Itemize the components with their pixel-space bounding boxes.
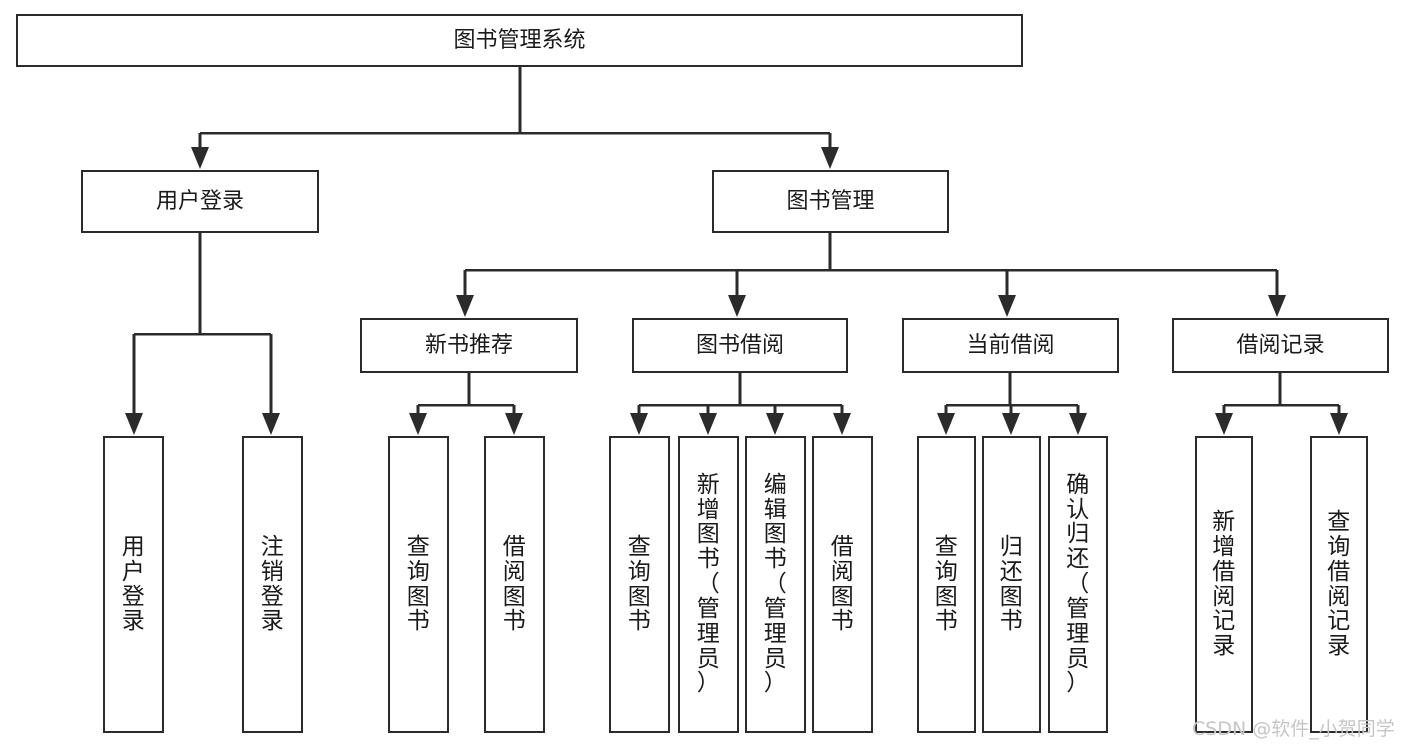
node-leaf-logout[interactable]: 注 销 登 录 [242, 436, 303, 733]
node-leaf-borrow-book[interactable]: 借 阅 图 书 [812, 436, 873, 733]
node-leaf-return-book[interactable]: 归 还 图 书 [982, 436, 1041, 733]
node-label-leaf-logout: 注 销 登 录 [260, 533, 285, 635]
node-label-book-management: 图书管理 [786, 188, 875, 214]
node-leaf-query-book-current[interactable]: 查 询 图 书 [917, 436, 976, 733]
node-label-new-book-recommend: 新书推荐 [424, 332, 513, 358]
node-label-leaf-borrow-book: 借 阅 图 书 [830, 533, 855, 635]
node-leaf-edit-book[interactable]: 编 辑 图 书 （ 管 理 员 ） [745, 436, 806, 733]
node-leaf-query-borrow-record[interactable]: 查 询 借 阅 记 录 [1310, 436, 1368, 733]
node-label-borrow-record: 借阅记录 [1236, 332, 1325, 358]
node-user-login[interactable]: 用户登录 [81, 170, 319, 233]
node-leaf-add-book[interactable]: 新 增 图 书 （ 管 理 员 ） [678, 436, 739, 733]
csdn-watermark: CSDN @软件_小贺同学 [1192, 718, 1395, 740]
node-label-user-login: 用户登录 [155, 188, 244, 214]
node-label-root: 图书管理系统 [453, 27, 586, 53]
node-leaf-borrow-book-recommend[interactable]: 借 阅 图 书 [484, 436, 545, 733]
node-book-borrow[interactable]: 图书借阅 [632, 318, 848, 373]
node-current-borrow[interactable]: 当前借阅 [902, 318, 1119, 373]
node-new-book-recommend[interactable]: 新书推荐 [360, 318, 578, 373]
node-leaf-user-login[interactable]: 用 户 登 录 [103, 436, 164, 733]
node-book-management[interactable]: 图书管理 [712, 170, 949, 233]
node-leaf-confirm-return[interactable]: 确 认 归 还 （ 管 理 员 ） [1048, 436, 1108, 733]
node-label-leaf-user-login: 用 户 登 录 [121, 533, 146, 635]
node-label-leaf-add-borrow-record: 新 增 借 阅 记 录 [1212, 509, 1236, 660]
node-label-leaf-query-borrow-record: 查 询 借 阅 记 录 [1327, 509, 1351, 660]
node-label-leaf-borrow-book-recommend: 借 阅 图 书 [502, 533, 527, 635]
node-label-leaf-confirm-return: 确 认 归 还 （ 管 理 员 ） [1066, 471, 1090, 697]
node-label-leaf-query-book-borrow: 查 询 图 书 [627, 533, 652, 635]
node-leaf-add-borrow-record[interactable]: 新 增 借 阅 记 录 [1195, 436, 1253, 733]
node-leaf-query-book-recommend[interactable]: 查 询 图 书 [388, 436, 449, 733]
node-borrow-record[interactable]: 借阅记录 [1172, 318, 1389, 373]
node-root[interactable]: 图书管理系统 [16, 14, 1023, 67]
node-label-current-borrow: 当前借阅 [966, 332, 1055, 358]
node-leaf-query-book-borrow[interactable]: 查 询 图 书 [609, 436, 670, 733]
node-label-leaf-add-book: 新 增 图 书 （ 管 理 员 ） [696, 471, 721, 697]
node-label-leaf-query-book-recommend: 查 询 图 书 [406, 533, 431, 635]
node-label-leaf-return-book: 归 还 图 书 [999, 533, 1024, 635]
node-label-leaf-edit-book: 编 辑 图 书 （ 管 理 员 ） [763, 471, 788, 697]
node-label-leaf-query-book-current: 查 询 图 书 [934, 533, 959, 635]
node-label-book-borrow: 图书借阅 [695, 332, 784, 358]
